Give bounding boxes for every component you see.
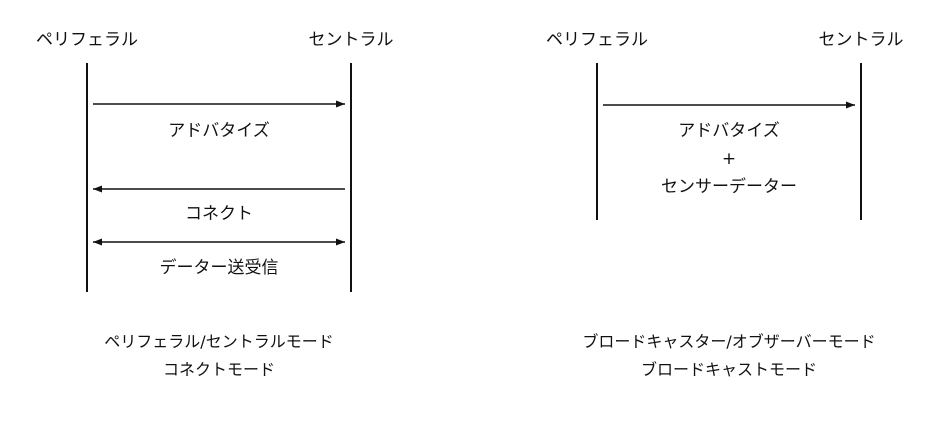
- left-caption-line2: コネクトモード: [162, 360, 276, 379]
- left-data-label: データー送受信: [159, 258, 279, 278]
- right-msg-line3: センサーデーター: [661, 177, 797, 197]
- right-msg-line1: アドバタイズ: [678, 121, 780, 141]
- right-central-label: セントラル: [818, 30, 904, 50]
- right-caption-line1: ブロードキャスター/オブザーバーモード: [582, 332, 876, 351]
- right-msg-line2: +: [721, 149, 737, 169]
- left-connect-label: コネクト: [185, 204, 253, 224]
- left-advertise-label: アドバタイズ: [168, 121, 270, 141]
- right-caption-line2: ブロードキャストモード: [640, 360, 818, 379]
- left-peripheral-label: ペリフェラル: [36, 30, 138, 50]
- right-peripheral-label: ペリフェラル: [546, 30, 648, 50]
- left-central-label: セントラル: [308, 30, 394, 50]
- left-caption-line1: ペリフェラル/セントラルモード: [104, 332, 334, 351]
